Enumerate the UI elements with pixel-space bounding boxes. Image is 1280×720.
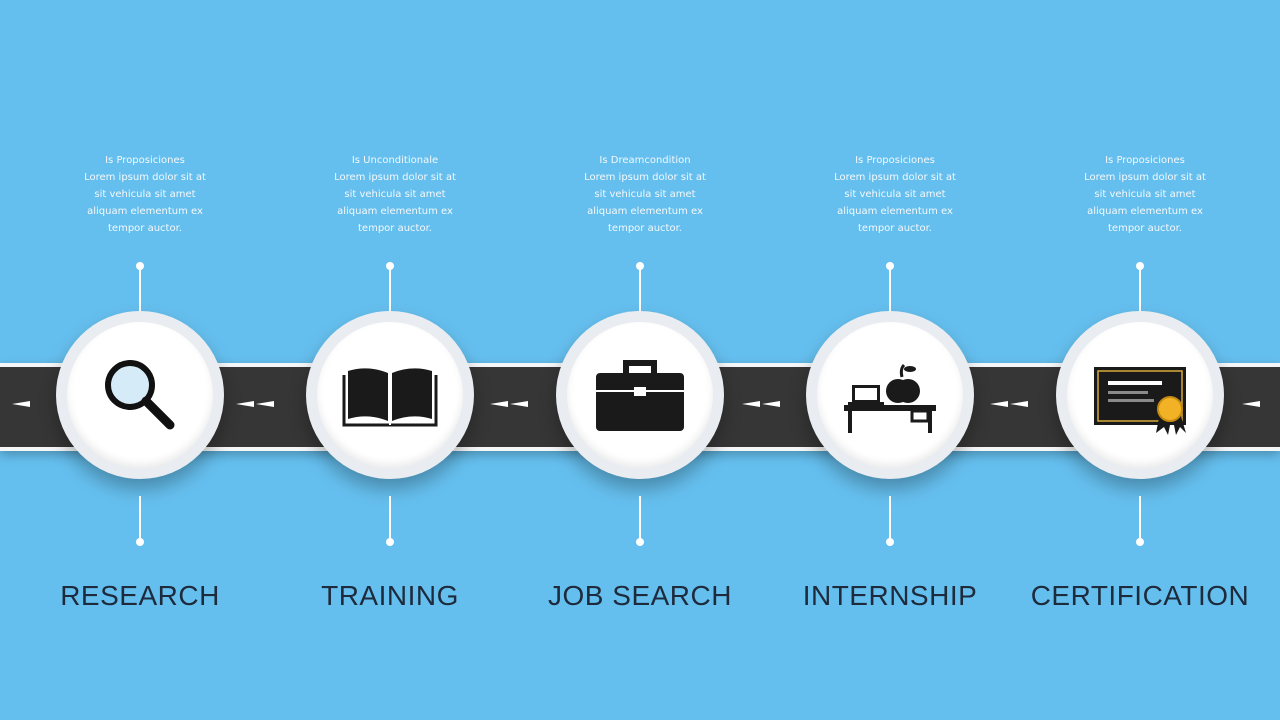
briefcase-icon — [596, 360, 684, 431]
step-circle — [56, 311, 224, 479]
connector-line — [139, 266, 141, 314]
step-title: CERTIFICATION — [1030, 580, 1250, 611]
step-title: RESEARCH — [60, 580, 220, 611]
road-center-dashes — [12, 401, 1260, 407]
connector-dot — [1136, 538, 1144, 546]
connector-line — [389, 266, 391, 314]
step-title: INTERNSHIP — [802, 580, 978, 611]
connector-line — [889, 266, 891, 314]
desk-with-apple-icon — [844, 363, 936, 433]
step-circle — [1056, 311, 1224, 479]
connector-line — [639, 266, 641, 314]
connector-line — [139, 496, 141, 544]
connector-dot — [386, 538, 394, 546]
magnifying-glass-icon — [105, 360, 175, 430]
connector-dot — [136, 538, 144, 546]
open-book-icon — [342, 368, 438, 427]
connector-dot — [886, 538, 894, 546]
step-circle — [306, 311, 474, 479]
connector-line — [389, 496, 391, 544]
step-circle — [806, 311, 974, 479]
connector-dot — [636, 538, 644, 546]
step-title: TRAINING — [321, 580, 459, 611]
connector-line — [1139, 496, 1141, 544]
step-circle — [556, 311, 724, 479]
connector-line — [639, 496, 641, 544]
step-title: JOB SEARCH — [548, 580, 732, 611]
connector-line — [1139, 266, 1141, 314]
connector-line — [889, 496, 891, 544]
certificate-icon — [1094, 367, 1186, 435]
